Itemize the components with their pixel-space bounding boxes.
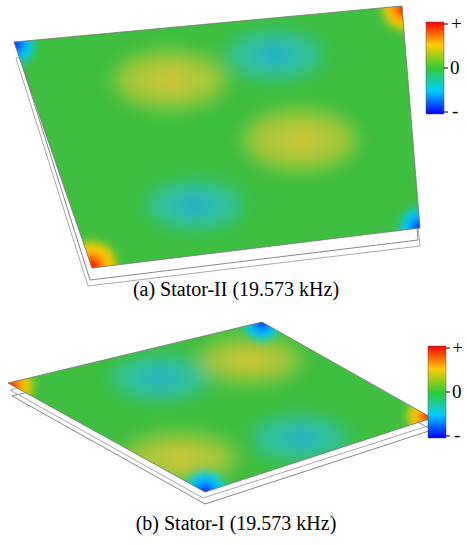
figure-caption: (a) Stator-II (19.573 kHz) [133, 278, 339, 300]
colorbar-label: - [452, 101, 458, 122]
colorbar [426, 22, 444, 114]
colorbar-label: + [452, 338, 463, 359]
plate-a-contour [0, 0, 467, 300]
colorbar-label: 0 [450, 58, 460, 79]
colorbar-label: + [451, 14, 462, 35]
figure-caption: (b) Stator-I (19.573 kHz) [136, 512, 337, 534]
colorbar [428, 346, 446, 438]
colorbar-label: 0 [452, 382, 462, 403]
colorbar-label: - [454, 425, 460, 446]
plate-b-contour [0, 304, 467, 512]
